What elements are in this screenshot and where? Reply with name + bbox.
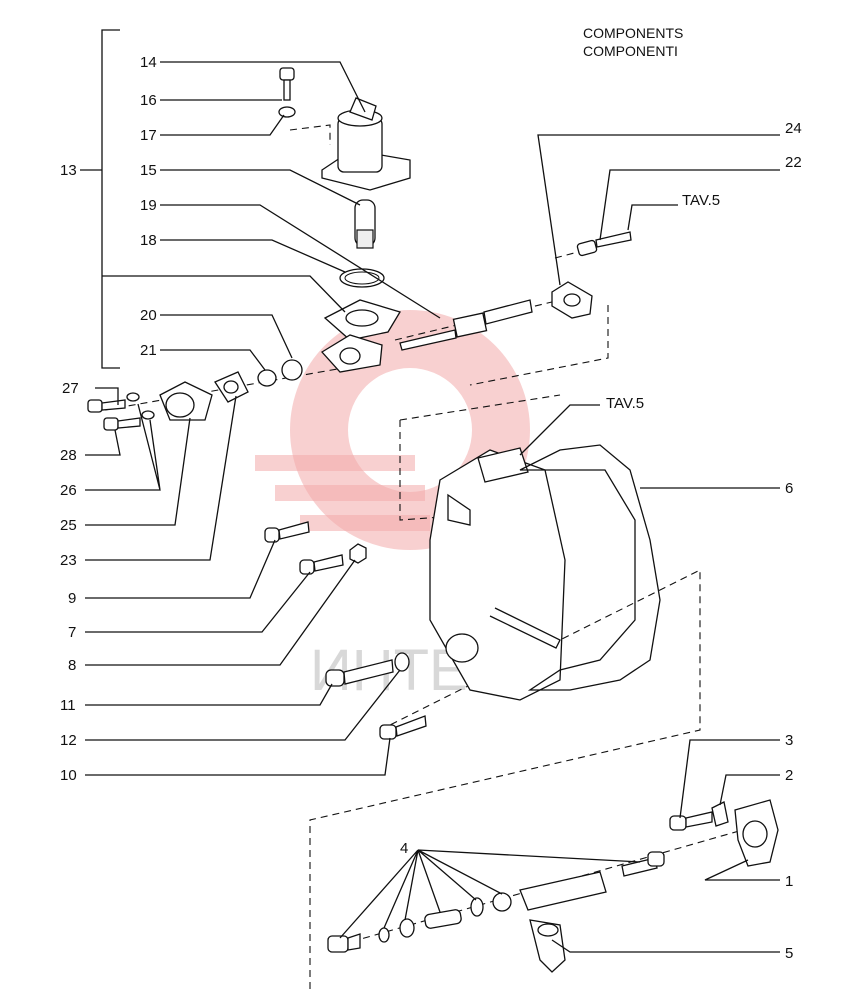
- callout-tav-mid: TAV.5: [606, 395, 644, 412]
- assembly-line: [399, 394, 561, 421]
- part-7-screw: [299, 554, 344, 575]
- callout-20: 20: [140, 307, 157, 324]
- callout-tav-top: TAV.5: [682, 192, 720, 209]
- assembly-line: [469, 305, 609, 386]
- callout-12: 12: [60, 732, 77, 749]
- callout-14: 14: [140, 54, 157, 71]
- header-line-1: COMPONENTS: [583, 25, 683, 41]
- callout-16: 16: [140, 92, 157, 109]
- callout-25: 25: [60, 517, 77, 534]
- callout-19: 19: [140, 197, 157, 214]
- callout-23: 23: [60, 552, 77, 569]
- callout-26: 26: [60, 482, 77, 499]
- callout-24: 24: [785, 120, 802, 137]
- part-27-screw: [87, 399, 126, 413]
- part-22-screw: [576, 231, 632, 257]
- part-15-plunger: [354, 199, 376, 249]
- callout-10: 10: [60, 767, 77, 784]
- part-2-clip: [711, 801, 729, 827]
- callout-15: 15: [140, 162, 157, 179]
- callout-28: 28: [60, 447, 77, 464]
- callout-2: 2: [785, 767, 793, 784]
- callout-7: 7: [68, 624, 76, 641]
- housing-boss: [445, 633, 479, 663]
- callout-9: 9: [68, 590, 76, 607]
- part-23-gasket: [214, 371, 249, 403]
- callout-18: 18: [140, 232, 157, 249]
- part-6-gasket: [519, 444, 661, 691]
- part-9-screw: [264, 521, 310, 543]
- assembly-line: [289, 124, 331, 145]
- callout-27: 27: [62, 380, 79, 397]
- part-10-screw: [379, 715, 427, 740]
- leader-lines: [85, 61, 780, 953]
- part-3-screw: [669, 811, 713, 831]
- part-14-actuator: [321, 97, 411, 191]
- callout-11: 11: [60, 697, 76, 714]
- callout-1: 1: [785, 873, 793, 890]
- assembly-line: [309, 569, 701, 990]
- callout-5: 5: [785, 945, 793, 962]
- part-20-bushing: [281, 359, 303, 381]
- header-line-2: COMPONENTI: [583, 43, 678, 59]
- part-11-screw: [325, 659, 394, 687]
- part-28-screw: [103, 417, 141, 431]
- callout-21: 21: [140, 342, 157, 359]
- callout-4: 4: [400, 840, 408, 857]
- part-8-nut: [349, 543, 367, 564]
- part-4-shaft-assembly: [327, 851, 665, 953]
- part-24-gasket: [551, 281, 593, 319]
- housing-cap: [477, 447, 529, 483]
- watermark-stripe: [255, 455, 415, 471]
- part-26-washer: [126, 392, 140, 402]
- part-1-bracket: [734, 799, 779, 867]
- part-5-fork: [529, 919, 566, 973]
- group-bracket: [101, 29, 120, 369]
- watermark-stripe: [300, 515, 430, 531]
- part-25-cover: [159, 381, 213, 421]
- callout-22: 22: [785, 154, 802, 171]
- callout-6: 6: [785, 480, 793, 497]
- callout-13: 13: [60, 162, 77, 179]
- part-17-washer: [278, 106, 296, 118]
- part-12-washer: [394, 652, 410, 672]
- watermark-stripe: [275, 485, 425, 501]
- part-19-rod: [399, 299, 533, 351]
- callout-8: 8: [68, 657, 76, 674]
- part-26-washer: [141, 410, 155, 420]
- part-21-nut: [257, 369, 277, 387]
- housing-shaft: [489, 607, 561, 649]
- callout-17: 17: [140, 127, 157, 144]
- part-16-screw: [279, 67, 295, 101]
- callout-3: 3: [785, 732, 793, 749]
